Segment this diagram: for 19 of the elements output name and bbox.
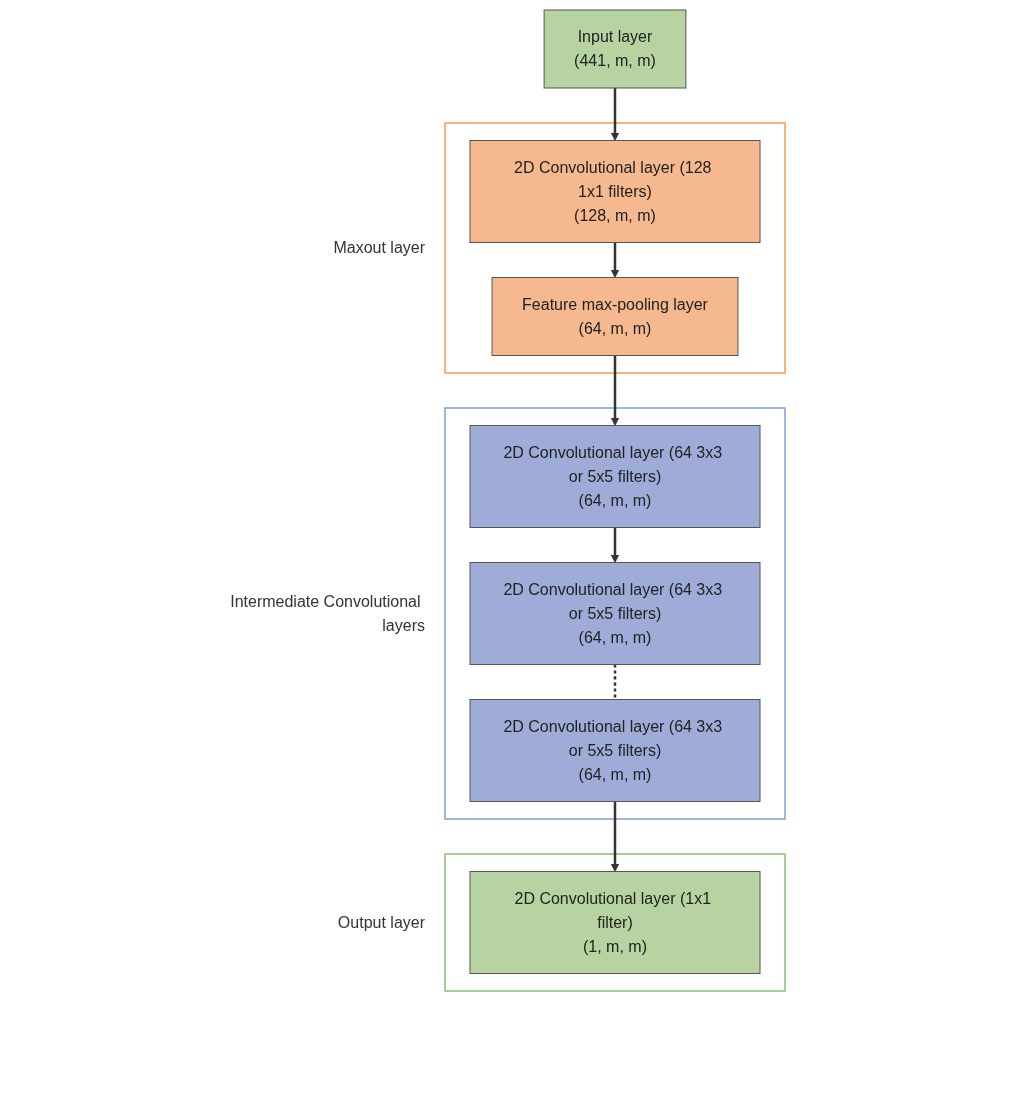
cluster — [444, 853, 786, 992]
arrow — [610, 88, 620, 141]
node-box: Input layer (441, m, m) — [543, 9, 687, 89]
node-box: 2D Convolutional layer (64 3x3 or 5x5 filters) (64, m, m) — [469, 562, 761, 665]
node-box: 2D Convolutional layer (128 1x1 filters) (128, m, m) — [469, 140, 761, 243]
arrow — [610, 527, 620, 563]
arrow — [610, 355, 620, 426]
node-box: Feature max-pooling layer (64, m, m) — [491, 277, 739, 356]
node-box: 2D Convolutional layer (64 3x3 or 5x5 filters) (64, m, m) — [469, 425, 761, 528]
arrow — [610, 242, 620, 278]
cluster — [444, 122, 786, 374]
cluster — [444, 407, 786, 820]
arrow — [610, 801, 620, 872]
node-label: Maxout layer — [333, 239, 425, 256]
node-box: 2D Convolutional layer (64 3x3 or 5x5 filters) (64, m, m) — [469, 699, 761, 802]
connector — [613, 664, 617, 700]
node-label: Intermediate Convolutional layers — [230, 592, 425, 634]
node-label: Output layer — [337, 913, 425, 931]
node-box: 2D Convolutional layer (1x1 filter) (1, m, m) — [469, 871, 761, 974]
